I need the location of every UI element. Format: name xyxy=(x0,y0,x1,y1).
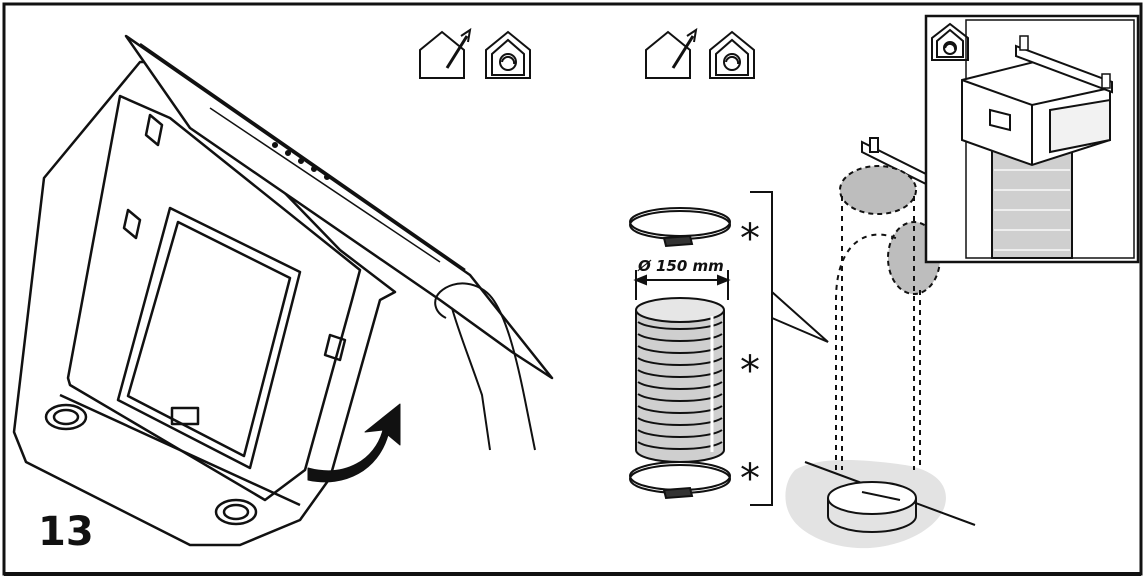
duct-outlet-top xyxy=(839,165,917,215)
hood-light-left xyxy=(44,403,88,431)
ceiling-ring-flange xyxy=(827,481,917,533)
left-hinge-bottom xyxy=(122,208,142,240)
left-hinge-top xyxy=(144,113,164,147)
kit-bracket xyxy=(750,191,773,506)
filter-handle xyxy=(170,406,200,426)
inset-bracket xyxy=(1015,44,1113,94)
control-strip xyxy=(209,107,441,263)
recirculation-house-icon xyxy=(485,30,531,79)
hood-lower-edge xyxy=(59,393,301,507)
glass-front-panel xyxy=(124,34,554,380)
glass-panel-edge xyxy=(139,42,466,272)
asterisk-bottom-clamp: * xyxy=(740,456,760,502)
bottom-hose-clamp xyxy=(629,461,731,500)
asterisk-hose: * xyxy=(740,348,760,394)
hood-light-right xyxy=(214,498,258,526)
mode-icons-group-1 xyxy=(419,27,531,79)
right-hinge xyxy=(323,333,347,362)
inset-duct-column xyxy=(991,150,1073,259)
open-direction-arrow xyxy=(307,403,401,483)
hand xyxy=(434,282,536,451)
step-number: 13 xyxy=(38,509,94,555)
hood-inner-cavity xyxy=(66,94,362,502)
recirculation-house-icon xyxy=(709,30,755,79)
ducted-exhaust-house-icon xyxy=(645,27,698,79)
cooker-hood-illustration xyxy=(12,34,554,547)
recirculation-inset xyxy=(924,14,1140,264)
asterisk-top-clamp: * xyxy=(740,216,760,262)
recirculation-deflector xyxy=(961,58,1111,167)
mode-icons-group-2 xyxy=(645,27,755,79)
flexible-hose xyxy=(635,297,725,463)
top-hose-clamp xyxy=(629,207,731,248)
grease-filter-inner xyxy=(126,220,292,458)
ducted-exhaust-house-icon xyxy=(419,27,472,79)
callout-pointer xyxy=(771,291,829,343)
duct-kit xyxy=(629,191,829,506)
recirculation-house-icon xyxy=(931,22,969,61)
diameter-label: Ø 150 mm xyxy=(637,257,724,275)
